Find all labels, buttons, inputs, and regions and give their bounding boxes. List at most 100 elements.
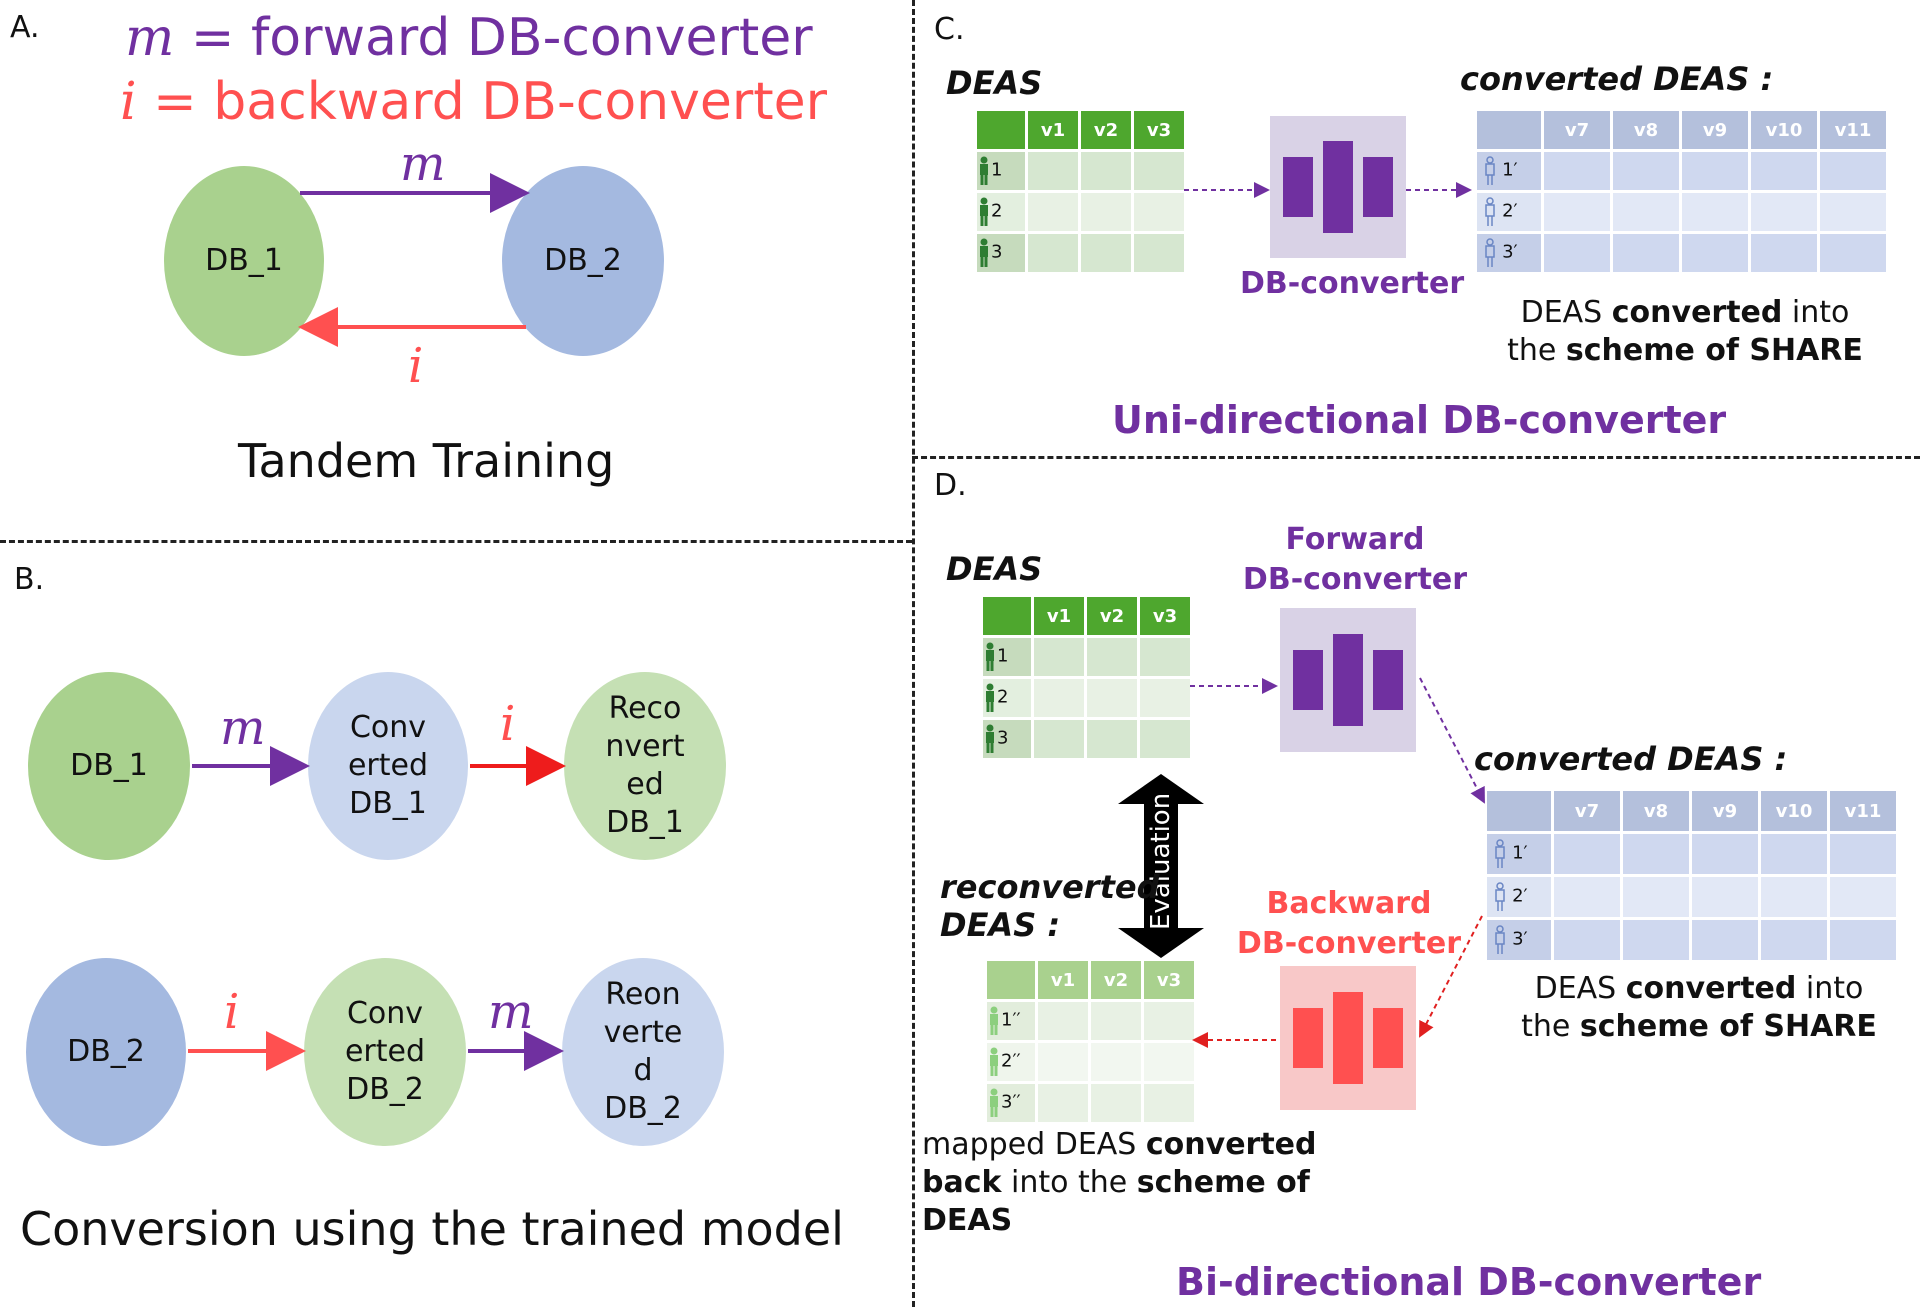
row-label: 3′ [1502,241,1518,263]
row-label: 3′′ [1001,1091,1021,1113]
row-label: 3′ [1512,928,1528,950]
panel-d-arrows [1190,677,1485,1048]
note-text: DEAS [1534,971,1626,1006]
table-row: 2 [974,190,1187,234]
c-conv-col: v9 [1679,108,1751,152]
row-label: 2′′ [1001,1050,1021,1072]
c-conv-col: v11 [1817,108,1889,152]
person-icon [986,642,994,671]
note-text: mapped DEAS [922,1127,1146,1162]
d-mapped-note: mapped DEAS converted back into the sche… [922,1126,1322,1240]
table-row: 1 [974,149,1187,193]
panel-c-arrows [1184,182,1472,198]
c-converted-title: converted DEAS : [1460,60,1774,98]
table-row: 1′ [1484,831,1899,877]
c-deas-col: v3 [1131,108,1187,152]
note-text: into [1796,971,1864,1006]
converter-bar-icon [1373,650,1403,710]
note-bold: scheme of SHARE [1565,333,1863,368]
note-text: into the [1001,1165,1137,1200]
note-bold: converted [1145,1127,1317,1162]
reconverted-line-2: DEAS : [940,906,1061,944]
b-arrow-i-1-label: i [500,696,516,752]
table-row: 3′ [1484,917,1899,963]
converter-bar-icon [1333,992,1363,1084]
row-label: 1′ [1512,842,1528,864]
d-backward-label: Backward DB-converter [1236,884,1462,964]
table-row: 1′ [1474,149,1889,193]
table-row: 2′′ [984,1040,1197,1084]
panel-b-arrows [188,746,566,1071]
person-outline-icon [1495,839,1505,868]
note-text: the [1507,333,1566,368]
converter-bar-icon [1283,157,1313,217]
person-icon [980,238,988,267]
person-icon [986,724,994,753]
b-arrow-m-1-label: m [220,700,266,756]
divider-cd [912,456,1920,459]
person-light-icon [990,1047,998,1076]
forward-line-1: Forward [1285,522,1425,557]
evaluation-double-arrow-icon [1118,774,1204,958]
row-label: 1′ [1502,159,1518,181]
d-deas-table: v1 v2 v3 1 2 3 [980,594,1193,761]
row-label: 3 [997,727,1009,749]
d-converted-table: v7 v8 v9 v10 v11 1′ 2′ 3′ [1484,788,1899,963]
note-bold: scheme of [1136,1165,1310,1200]
m-text: forward DB-converter [250,8,813,68]
panel-a-label: A. [10,10,40,45]
m-eq: = [190,8,235,68]
d-recon-col: v2 [1088,958,1144,1002]
panel-a-arrows [298,173,530,347]
d-arrow-forward-to-converted [1419,677,1485,804]
reconverted-line-1: reconverted [940,868,1160,906]
c-converted-table: v7 v8 v9 v10 v11 1′ 2′ 3′ [1474,108,1889,275]
table-row: 2′ [1474,190,1889,234]
converter-bar-icon [1373,1008,1403,1068]
row-label: 2′ [1502,200,1518,222]
note-bold: DEAS [922,1203,1013,1238]
b-converted-db1-ellipse: Conv erted DB_1 [308,672,468,860]
c-deas-title: DEAS [946,64,1043,102]
panel-c-label: C. [934,12,965,47]
d-recon-col: v3 [1141,958,1197,1002]
row-label: 2 [997,686,1009,708]
vertical-divider [912,0,915,1307]
note-bold: converted [1611,295,1783,330]
person-outline-icon [1485,156,1495,185]
d-caption: Bi-directional DB-converter [1176,1260,1762,1304]
db1-ellipse: DB_1 [164,166,324,356]
backward-line-2: DB-converter [1236,926,1462,961]
m-symbol: m [125,8,175,68]
conversion-caption: Conversion using the trained model [20,1202,844,1256]
row-label: 1 [991,159,1003,181]
table-row: 3 [980,717,1193,761]
b-arrow-m-2-label: m [488,984,534,1040]
person-outline-icon [1495,882,1505,911]
row-label: 2′ [1512,885,1528,907]
d-deas-col: v2 [1084,594,1140,638]
d-converted-note: DEAS converted into the scheme of SHARE [1484,970,1914,1046]
note-bold: scheme of SHARE [1579,1009,1877,1044]
note-text: the [1521,1009,1580,1044]
d-conv-col: v11 [1827,788,1899,834]
arrow-i-label: i [408,338,424,394]
d-conv-col: v9 [1689,788,1761,834]
d-converted-title: converted DEAS : [1474,740,1788,778]
person-outline-icon [1485,238,1495,267]
panel-b-label: B. [14,562,45,597]
d-backward-converter-box [1280,966,1416,1110]
c-converter-label: DB-converter [1240,266,1465,301]
table-row: 2′ [1484,874,1899,920]
table-row: 3 [974,231,1187,275]
d-reconverted-table: v1 v2 v3 1′′ 2′′ 3′′ [984,958,1197,1125]
converter-bar-icon [1333,634,1363,726]
c-converted-note: DEAS converted into the scheme of SHARE [1470,294,1900,370]
d-conv-col: v8 [1620,788,1692,834]
converter-bar-icon [1293,650,1323,710]
c-conv-col: v8 [1610,108,1682,152]
table-row: 3′ [1474,231,1889,275]
d-forward-converter-box [1280,608,1416,752]
i-eq: = [153,72,197,132]
d-recon-col: v1 [1035,958,1091,1002]
